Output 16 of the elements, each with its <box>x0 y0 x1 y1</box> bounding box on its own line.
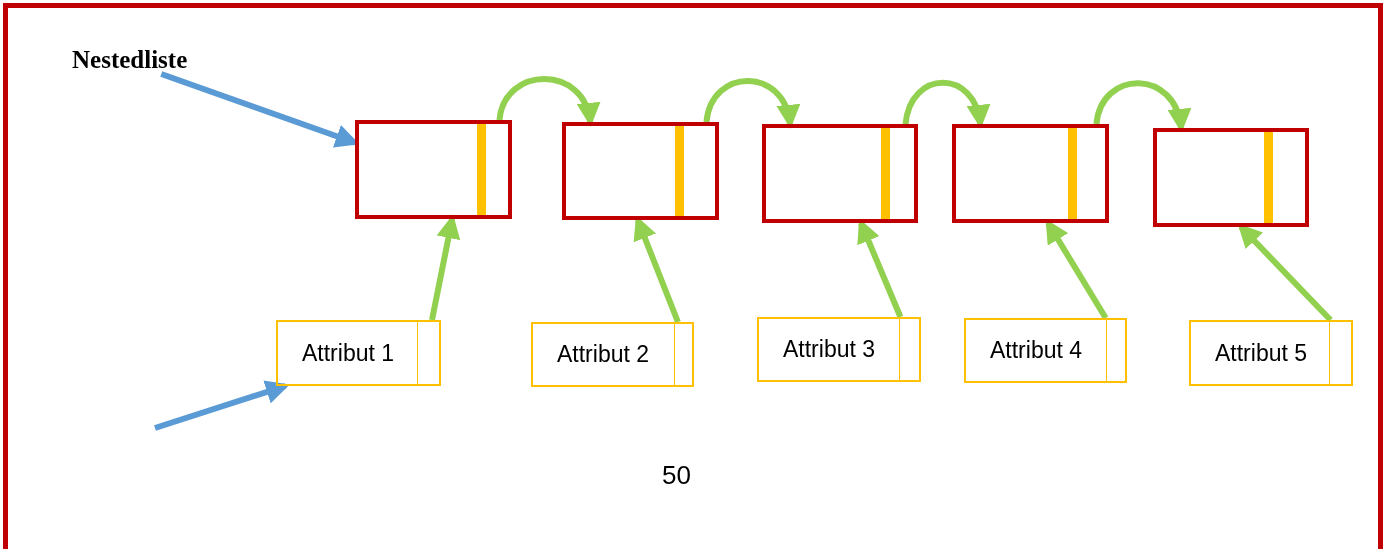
attribute-box: Attribut 2 <box>531 322 694 387</box>
list-title: Nestedliste <box>72 46 188 74</box>
list-node-box <box>762 124 918 223</box>
arrow <box>154 380 290 431</box>
attribute-box: Attribut 5 <box>1189 320 1353 386</box>
arrow <box>703 78 799 129</box>
list-node-box <box>355 120 512 219</box>
attribute-box: Attribut 4 <box>964 318 1127 383</box>
arrow <box>496 76 599 127</box>
page-number: 50 <box>662 460 691 491</box>
arrow <box>1093 80 1190 133</box>
list-node-box <box>952 124 1109 223</box>
list-node-box <box>1153 128 1309 227</box>
attribute-box: Attribut 1 <box>276 320 441 386</box>
list-node-box <box>562 122 719 220</box>
attribute-box: Attribut 3 <box>757 317 921 382</box>
